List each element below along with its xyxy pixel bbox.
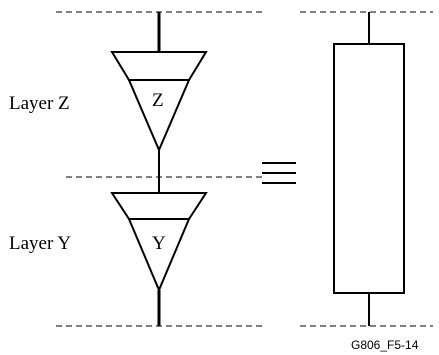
layer-z-triangle — [127, 79, 191, 153]
layer-y-symbol — [110, 192, 208, 293]
layer-z-symbol — [110, 51, 208, 153]
equivalence-symbol — [262, 162, 296, 184]
dashed-lines — [56, 11, 433, 327]
layer-z-label: Layer Z — [9, 93, 70, 114]
figure-id: G806_F5-14 — [351, 338, 419, 352]
layer-z-trapezoid — [110, 51, 208, 81]
layer-y-symbol-letter: Y — [152, 233, 166, 254]
layer-y-label: Layer Y — [9, 233, 71, 254]
combined-block — [333, 12, 405, 326]
layer-y-trapezoid — [110, 192, 208, 220]
layer-z-symbol-letter: Z — [152, 90, 164, 111]
combined-rectangle — [333, 43, 405, 294]
layer-y-triangle — [127, 218, 191, 293]
